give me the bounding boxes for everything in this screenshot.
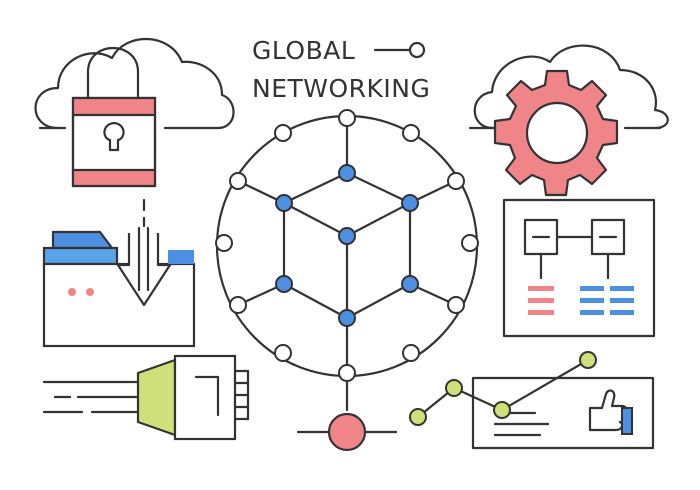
- chart-thumbs-up-card-icon: [409, 351, 655, 450]
- folder-download-icon: [42, 198, 196, 348]
- title-connector-icon: [373, 41, 426, 59]
- cloud-gear-icon: [468, 44, 669, 197]
- network-globe-cube-icon: [215, 109, 479, 452]
- lock-band-top: [74, 99, 154, 115]
- title-line-2: NETWORKING: [252, 74, 431, 103]
- flowchart-diagram-icon: [502, 198, 656, 338]
- lock-band-bottom: [74, 170, 154, 185]
- ethernet-cable-icon: [42, 354, 250, 441]
- thumbs-up-icon: [588, 389, 633, 435]
- download-arrow-icon: [116, 198, 172, 307]
- title-line-1: GLOBAL: [252, 36, 356, 65]
- cloud-lock-icon: [34, 37, 235, 188]
